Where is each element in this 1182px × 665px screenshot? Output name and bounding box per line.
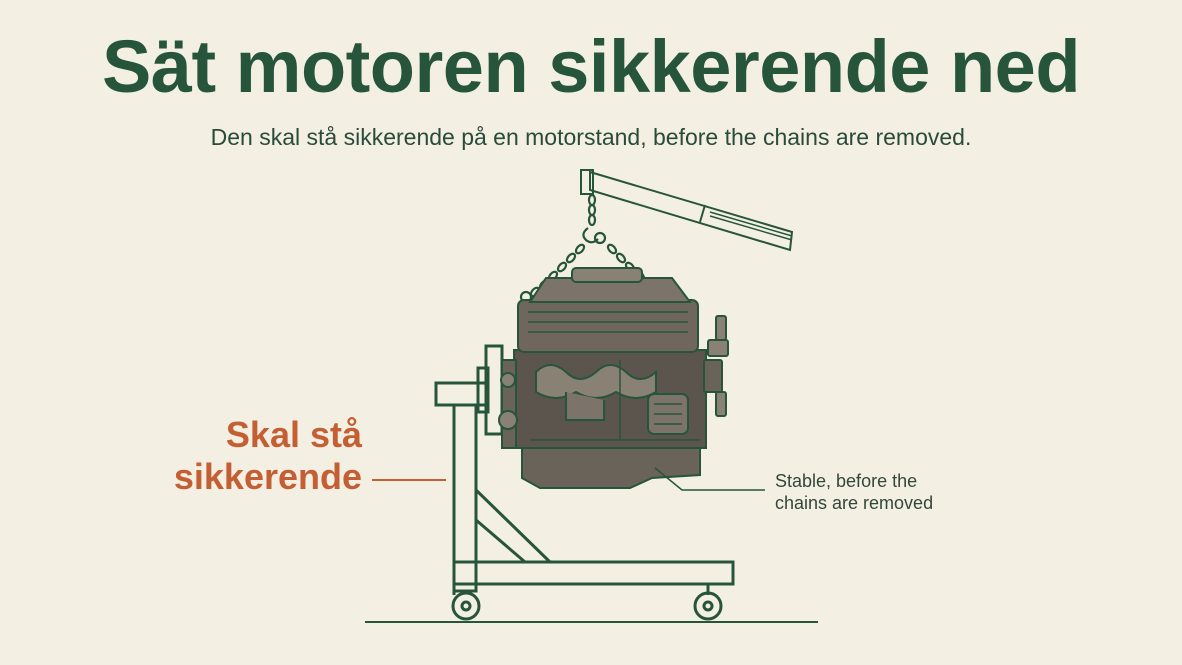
callout-main-line2: sikkerende	[173, 456, 362, 497]
callout-side: Stable, before the chains are removed	[775, 470, 995, 514]
engine-block-icon	[498, 267, 729, 489]
callout-main: Skal stå sikkerende	[120, 414, 362, 498]
callout-side-line2: chains are removed	[775, 493, 934, 513]
callout-line-side	[654, 467, 765, 491]
callout-main-line1: Skal stå	[225, 414, 362, 455]
page-title: Sät motoren sikkerende ned	[101, 25, 1081, 108]
callout-side-line1: Stable, before the	[775, 471, 918, 491]
engine-stand-icon	[434, 344, 735, 621]
page-subtitle: Den skal stå sikkerende på en motorstand…	[210, 124, 972, 150]
crane-arm-icon	[580, 169, 794, 252]
